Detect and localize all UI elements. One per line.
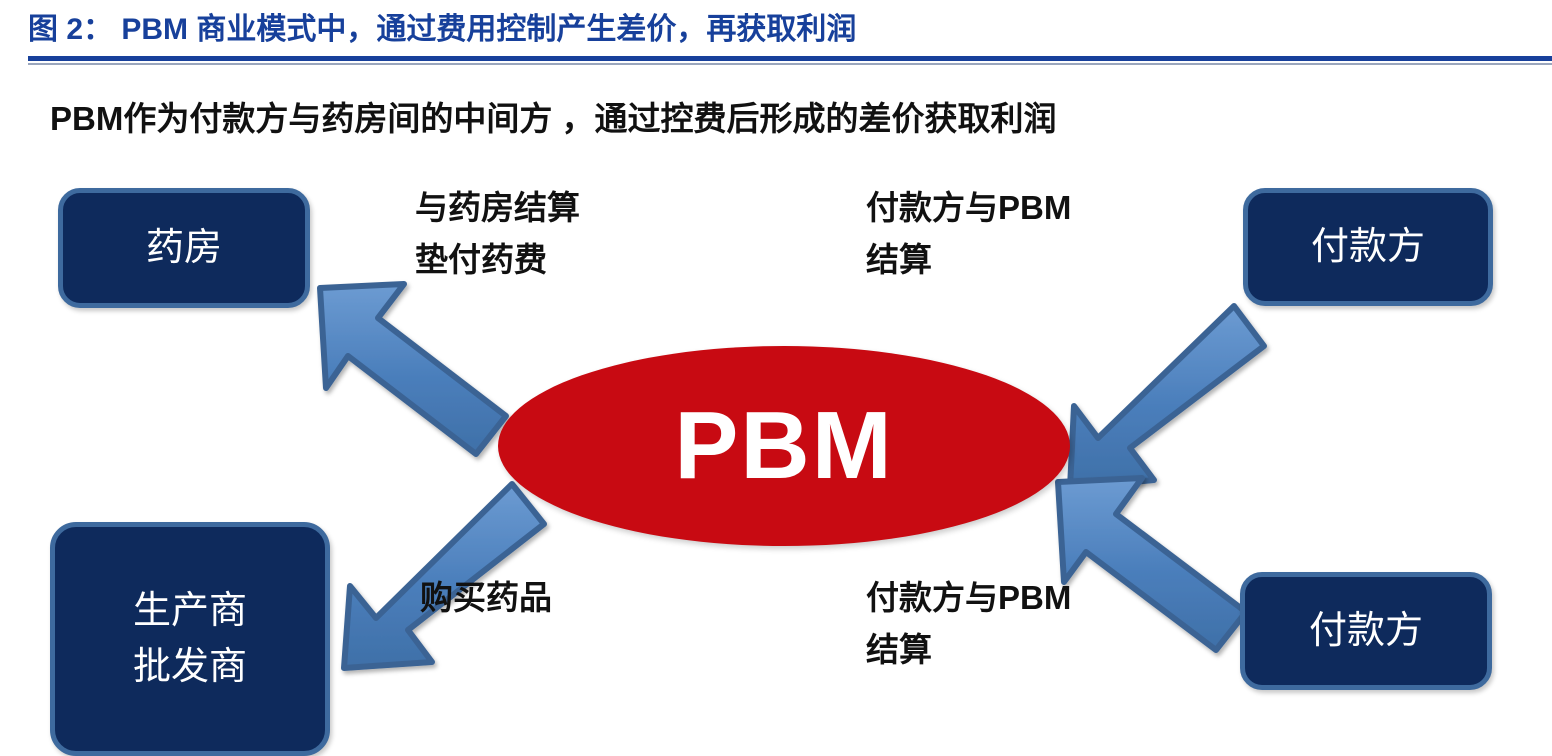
flow-label-payer-bottom-line2: 结算: [866, 631, 932, 668]
arrow-pbm-to-supplier: [341, 481, 547, 671]
arrow-payer-bottom-to-pbm: [1055, 475, 1249, 653]
figure-sub-caption: PBM作为付款方与药房间的中间方 ，通过控费后形成的差价获取利润: [50, 100, 1057, 137]
page-title: 图 2： PBM 商业模式中，通过费用控制产生差价，再获取利润: [28, 13, 857, 46]
flow-label-payer-top-line2: 结算: [866, 241, 932, 278]
flow-label-payer-top: 付款方与PBM 结算: [866, 182, 1071, 286]
node-pbm-center[interactable]: PBM: [498, 346, 1070, 546]
node-payer-bottom-label: 付款方: [1308, 610, 1423, 652]
pbm-flow-diagram: 药房 付款方 生产商 批发商 付款方 PBM 与药房结算 垫付药费 付款方与PB…: [0, 160, 1552, 756]
flow-label-buy-drugs-line1: 购买药品: [420, 579, 552, 616]
flow-label-pharmacy-line2: 垫付药费: [415, 241, 547, 278]
flow-label-payer-top-line1: 付款方与PBM: [866, 189, 1072, 226]
arrow-pbm-to-pharmacy: [317, 281, 509, 457]
node-pharmacy[interactable]: 药房: [58, 188, 310, 308]
node-payer-bottom[interactable]: 付款方: [1240, 572, 1492, 690]
title-rule-thin: [28, 63, 1552, 65]
figure-header: 图 2： PBM 商业模式中，通过费用控制产生差价，再获取利润: [0, 0, 1552, 76]
flow-label-pharmacy: 与药房结算 垫付药费: [415, 182, 580, 286]
arrow-layer: [317, 281, 1267, 671]
node-pharmacy-label: 药房: [145, 227, 222, 269]
flow-label-payer-bottom: 付款方与PBM 结算: [866, 572, 1071, 676]
flow-label-payer-bottom-line1: 付款方与PBM: [866, 579, 1072, 616]
title-rule-thick: [28, 56, 1552, 61]
node-supplier-label-line2: 批发商: [132, 646, 247, 688]
flow-label-pharmacy-line1: 与药房结算: [415, 189, 580, 226]
node-supplier-label-line1: 生产商: [132, 590, 247, 632]
flow-label-buy-drugs: 购买药品: [420, 572, 552, 624]
node-payer-top[interactable]: 付款方: [1243, 188, 1493, 306]
node-payer-top-label: 付款方: [1310, 226, 1425, 268]
node-supplier-wholesaler[interactable]: 生产商 批发商: [50, 522, 330, 756]
arrow-payer-top-to-pbm: [1067, 303, 1267, 491]
node-pbm-label: PBM: [674, 392, 894, 499]
